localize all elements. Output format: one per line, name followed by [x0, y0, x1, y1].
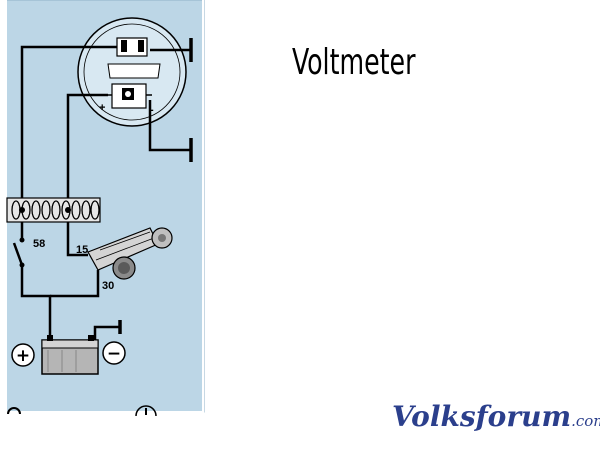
- ignition-switch: [87, 227, 173, 280]
- terminal-label-15: 15: [76, 244, 88, 256]
- gauge-plus-mark: +: [99, 102, 105, 114]
- watermark-suffix: .com: [571, 412, 600, 430]
- volksforum-watermark: Volksforum.com: [392, 400, 600, 433]
- terminal-label-30: 30: [102, 280, 114, 292]
- gauge-minus-mark: -: [150, 104, 154, 116]
- wires: [20, 45, 122, 340]
- light-switch: [12, 237, 25, 268]
- wire-harness: [6, 197, 101, 223]
- gauge-body: + -: [77, 17, 187, 127]
- battery-minus-icon: −: [102, 341, 126, 365]
- bottom-cropped-symbols: [7, 405, 157, 417]
- terminal-label-58: 58: [33, 238, 45, 250]
- watermark-main: Volksforum: [392, 400, 572, 433]
- svg-text:+: +: [16, 346, 30, 366]
- ground-symbols: [148, 38, 193, 162]
- battery-plus-icon: +: [11, 343, 35, 367]
- battery: [41, 335, 99, 375]
- svg-text:−: −: [107, 344, 121, 364]
- diagram-title: Voltmeter: [292, 42, 416, 83]
